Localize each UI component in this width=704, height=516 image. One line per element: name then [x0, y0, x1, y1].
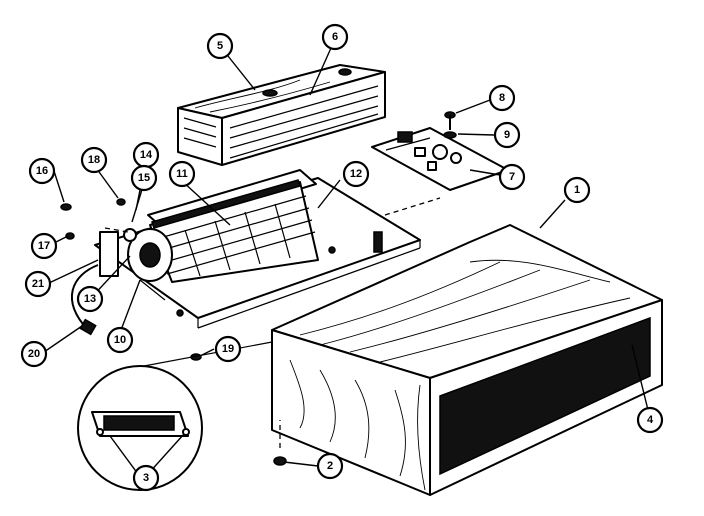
callout-3: 3 — [132, 464, 160, 492]
callout-21: 21 — [24, 270, 52, 298]
svg-text:18: 18 — [88, 154, 100, 166]
blower-motor — [99, 228, 173, 301]
callout-11: 11 — [168, 160, 196, 188]
svg-text:2: 2 — [327, 460, 333, 472]
svg-text:16: 16 — [36, 165, 48, 177]
svg-text:3: 3 — [143, 472, 149, 484]
svg-text:13: 13 — [84, 293, 96, 305]
callout-2: 2 — [316, 452, 344, 480]
svg-text:21: 21 — [32, 278, 44, 290]
svg-text:6: 6 — [332, 31, 338, 43]
callout-14: 14 — [132, 141, 160, 169]
svg-text:20: 20 — [28, 348, 40, 360]
callout-5: 5 — [206, 32, 234, 60]
svg-text:17: 17 — [38, 240, 50, 252]
svg-text:4: 4 — [647, 414, 654, 426]
svg-text:14: 14 — [140, 149, 153, 161]
svg-text:1: 1 — [574, 184, 580, 196]
callout-6: 6 — [321, 23, 349, 51]
mounting-screw — [443, 111, 457, 139]
callout-15: 15 — [130, 164, 158, 192]
callout-17: 17 — [30, 232, 58, 260]
callout-7: 7 — [498, 163, 526, 191]
callout-13: 13 — [76, 285, 104, 313]
magnified-detail-circle — [77, 341, 273, 491]
callout-4: 4 — [636, 406, 664, 434]
callout-10: 10 — [106, 326, 134, 354]
svg-text:10: 10 — [114, 334, 126, 346]
callout-12: 12 — [342, 160, 370, 188]
svg-text:7: 7 — [509, 171, 515, 183]
callout-16: 16 — [28, 157, 56, 185]
callout-18: 18 — [80, 146, 108, 174]
leader-lines — [43, 47, 649, 475]
callout-20: 20 — [20, 340, 48, 368]
svg-text:9: 9 — [504, 129, 510, 141]
svg-text:5: 5 — [217, 40, 223, 52]
svg-text:15: 15 — [138, 172, 150, 184]
heating-element-guard — [177, 64, 386, 166]
callout-8: 8 — [488, 84, 516, 112]
control-circuit-board — [371, 127, 509, 191]
callout-9: 9 — [493, 121, 521, 149]
svg-text:11: 11 — [176, 168, 188, 180]
wooden-cabinet — [271, 224, 663, 496]
svg-text:8: 8 — [499, 92, 505, 104]
callout-1: 1 — [563, 176, 591, 204]
callout-19: 19 — [214, 335, 242, 363]
cross-flow-blower — [147, 169, 319, 283]
power-cord — [70, 264, 99, 336]
svg-text:19: 19 — [222, 343, 234, 355]
svg-text:12: 12 — [350, 168, 362, 180]
